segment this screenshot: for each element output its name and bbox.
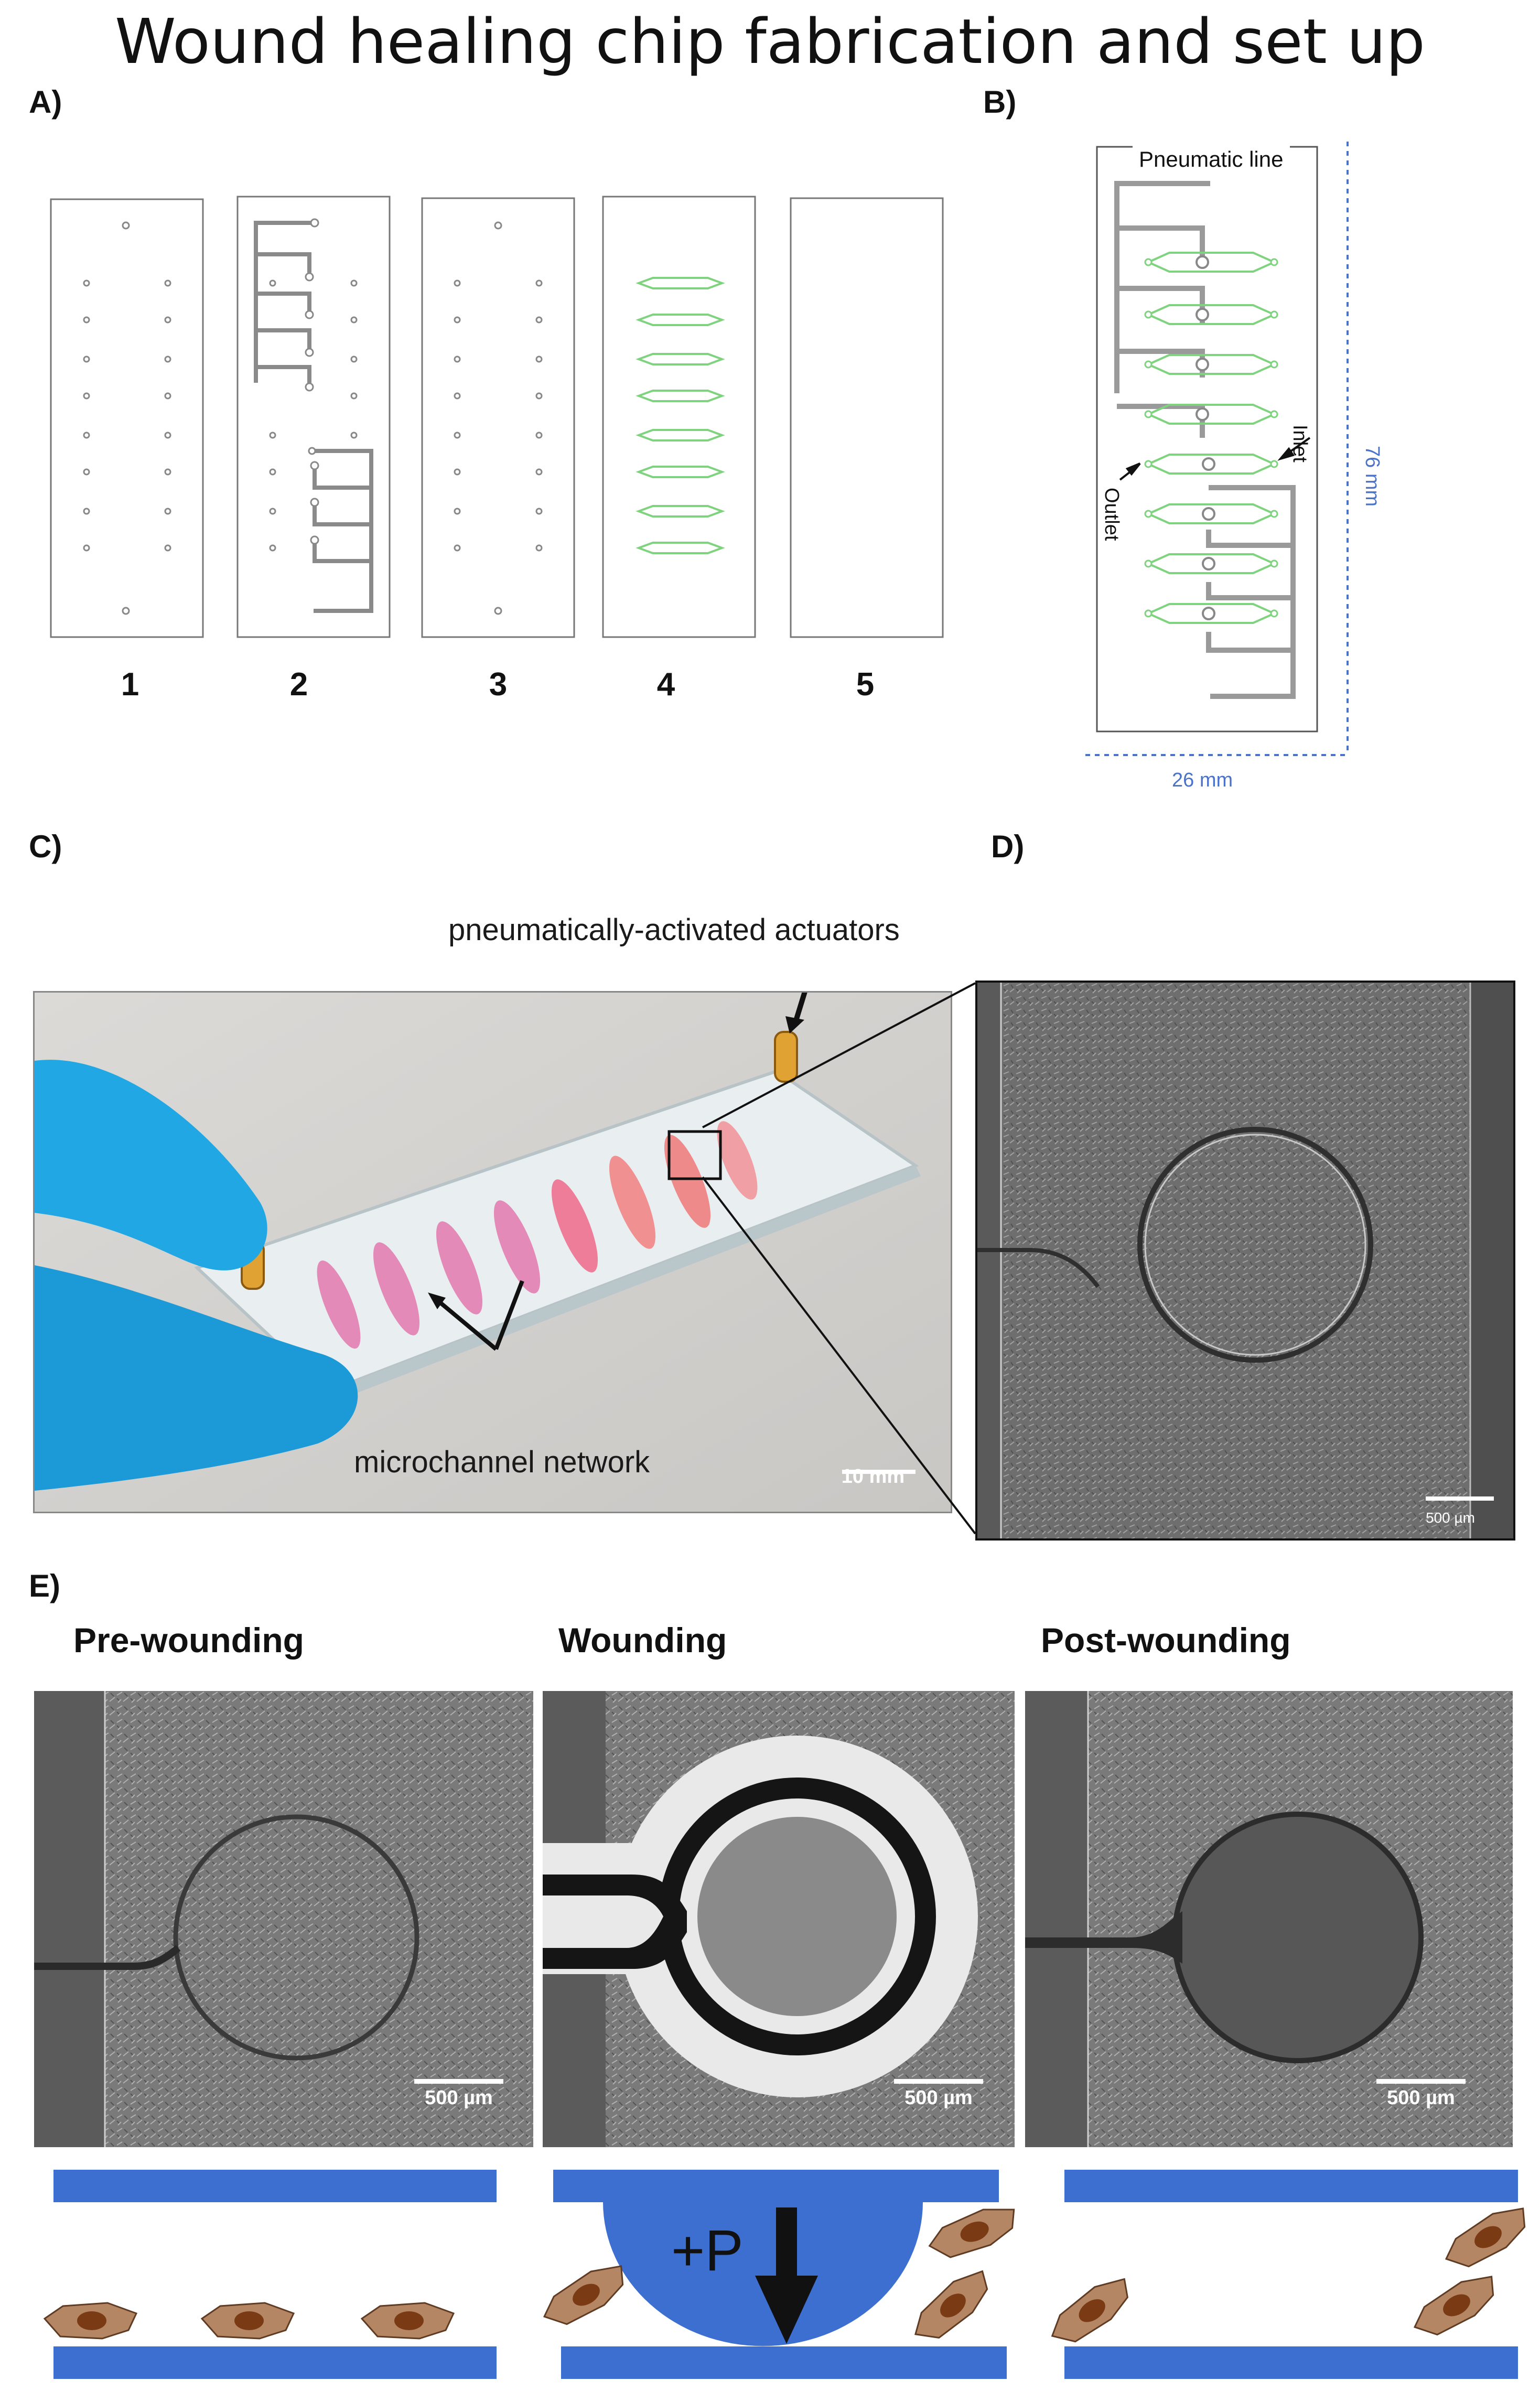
zoom-connectors: [702, 982, 976, 1535]
wounding-scalebar: 500 µm: [904, 2087, 973, 2109]
stage-pre-wounding-label: Pre-wounding: [73, 1621, 304, 1660]
layer-2-label: 2: [289, 666, 308, 703]
layer-stack-diagram: [50, 196, 944, 638]
stage-wounding-label: Wounding: [558, 1621, 727, 1660]
wound-cell-left: [535, 2256, 635, 2335]
network-label: microchannel network: [354, 1445, 650, 1479]
layer-4-outline: [602, 196, 756, 638]
pre-cell-3: [361, 2302, 455, 2340]
wound-top-membrane: [553, 2170, 999, 2202]
wound-bottom-membrane: [561, 2346, 1007, 2379]
post-top-membrane: [1064, 2170, 1518, 2202]
chip-photo: [33, 991, 952, 1513]
network-pointer: [432, 1280, 524, 1351]
layer-3-holes: [454, 221, 543, 615]
pressure-label: +P: [671, 2218, 744, 2283]
pressurized-membrane: [603, 2202, 923, 2346]
pre-top-membrane: [53, 2170, 497, 2202]
pneumatic-line-label: Pneumatic line: [1139, 147, 1283, 171]
assembled-chip-diagram: Inlet Outlet Pneumatic line 76 mm 26 mm: [1085, 142, 1383, 791]
photo-scalebar: [842, 1470, 916, 1474]
glove-thumb: [35, 1060, 267, 1270]
stage-post-wounding-label: Post-wounding: [1041, 1621, 1291, 1660]
outlet-label: Outlet: [1101, 488, 1123, 541]
pink-chambers: [317, 1121, 758, 1349]
post-cell-left: [1042, 2269, 1140, 2353]
layer-1-holes: [83, 221, 171, 615]
pre-cell-2: [201, 2302, 295, 2340]
pressure-arrow: [755, 2276, 818, 2344]
inlet-label: Inlet: [1289, 425, 1311, 462]
layer-1-label: 1: [121, 666, 139, 703]
panel-b-letter: B): [983, 84, 1017, 120]
pre-wounding-scalebar: 500 µm: [425, 2087, 493, 2109]
glove-finger: [35, 1265, 358, 1491]
layer-3-label: 3: [489, 666, 508, 703]
photo-scalebar-label: 10 mm: [841, 1466, 905, 1488]
height-dimension: 76 mm: [1361, 446, 1383, 507]
layer-1-outline: [50, 198, 204, 638]
width-dimension: 26 mm: [1172, 769, 1233, 791]
micrograph-zoom: 500 µm: [975, 981, 1515, 1541]
wounding-micrograph: [543, 1691, 1015, 2147]
wound-cell-top-right: [923, 2199, 1024, 2266]
post-cell-bottom-right: [1406, 2267, 1505, 2345]
micrograph-scalebar-label: 500 µm: [1426, 1510, 1475, 1526]
layer-5-outline: [790, 197, 944, 638]
post-cell-top-right: [1437, 2199, 1537, 2277]
pre-cell-1: [44, 2302, 137, 2340]
layer-3-outline: [421, 197, 575, 638]
layer-4-microchannels: [636, 277, 725, 554]
wound-circle: [1137, 1127, 1373, 1363]
wound-cell-bottom-right: [904, 2262, 999, 2351]
panel-e-letter: E): [29, 1568, 60, 1603]
layer-2-outline: [236, 196, 391, 638]
pre-wounding-micrograph: [34, 1691, 533, 2147]
panel-c-letter: C): [29, 829, 62, 864]
figure-title: Wound healing chip fabrication and set u…: [114, 5, 1426, 78]
zoom-region-box: [667, 1130, 722, 1180]
layer-4-label: 4: [656, 666, 675, 703]
wounding-schematics: +P: [44, 2170, 1537, 2379]
actuators-label: pneumatically-activated actuators: [448, 913, 900, 947]
pre-bottom-membrane: [53, 2346, 497, 2379]
post-wounding-scalebar: 500 µm: [1387, 2087, 1455, 2109]
layer-5-label: 5: [856, 666, 875, 703]
layer-2-holes: [269, 218, 358, 552]
layer-2-pneumatic-lines: [254, 221, 373, 613]
post-bottom-membrane: [1064, 2346, 1518, 2379]
micrograph-scalebar: [1426, 1496, 1494, 1501]
dimension-lines: [1085, 142, 1349, 756]
post-wounding-micrograph: [1025, 1691, 1513, 2147]
panel-d-letter: D): [991, 829, 1025, 864]
chip-ports: [1196, 255, 1215, 620]
right-actuator: [774, 1031, 798, 1083]
panel-a-letter: A): [29, 84, 62, 120]
